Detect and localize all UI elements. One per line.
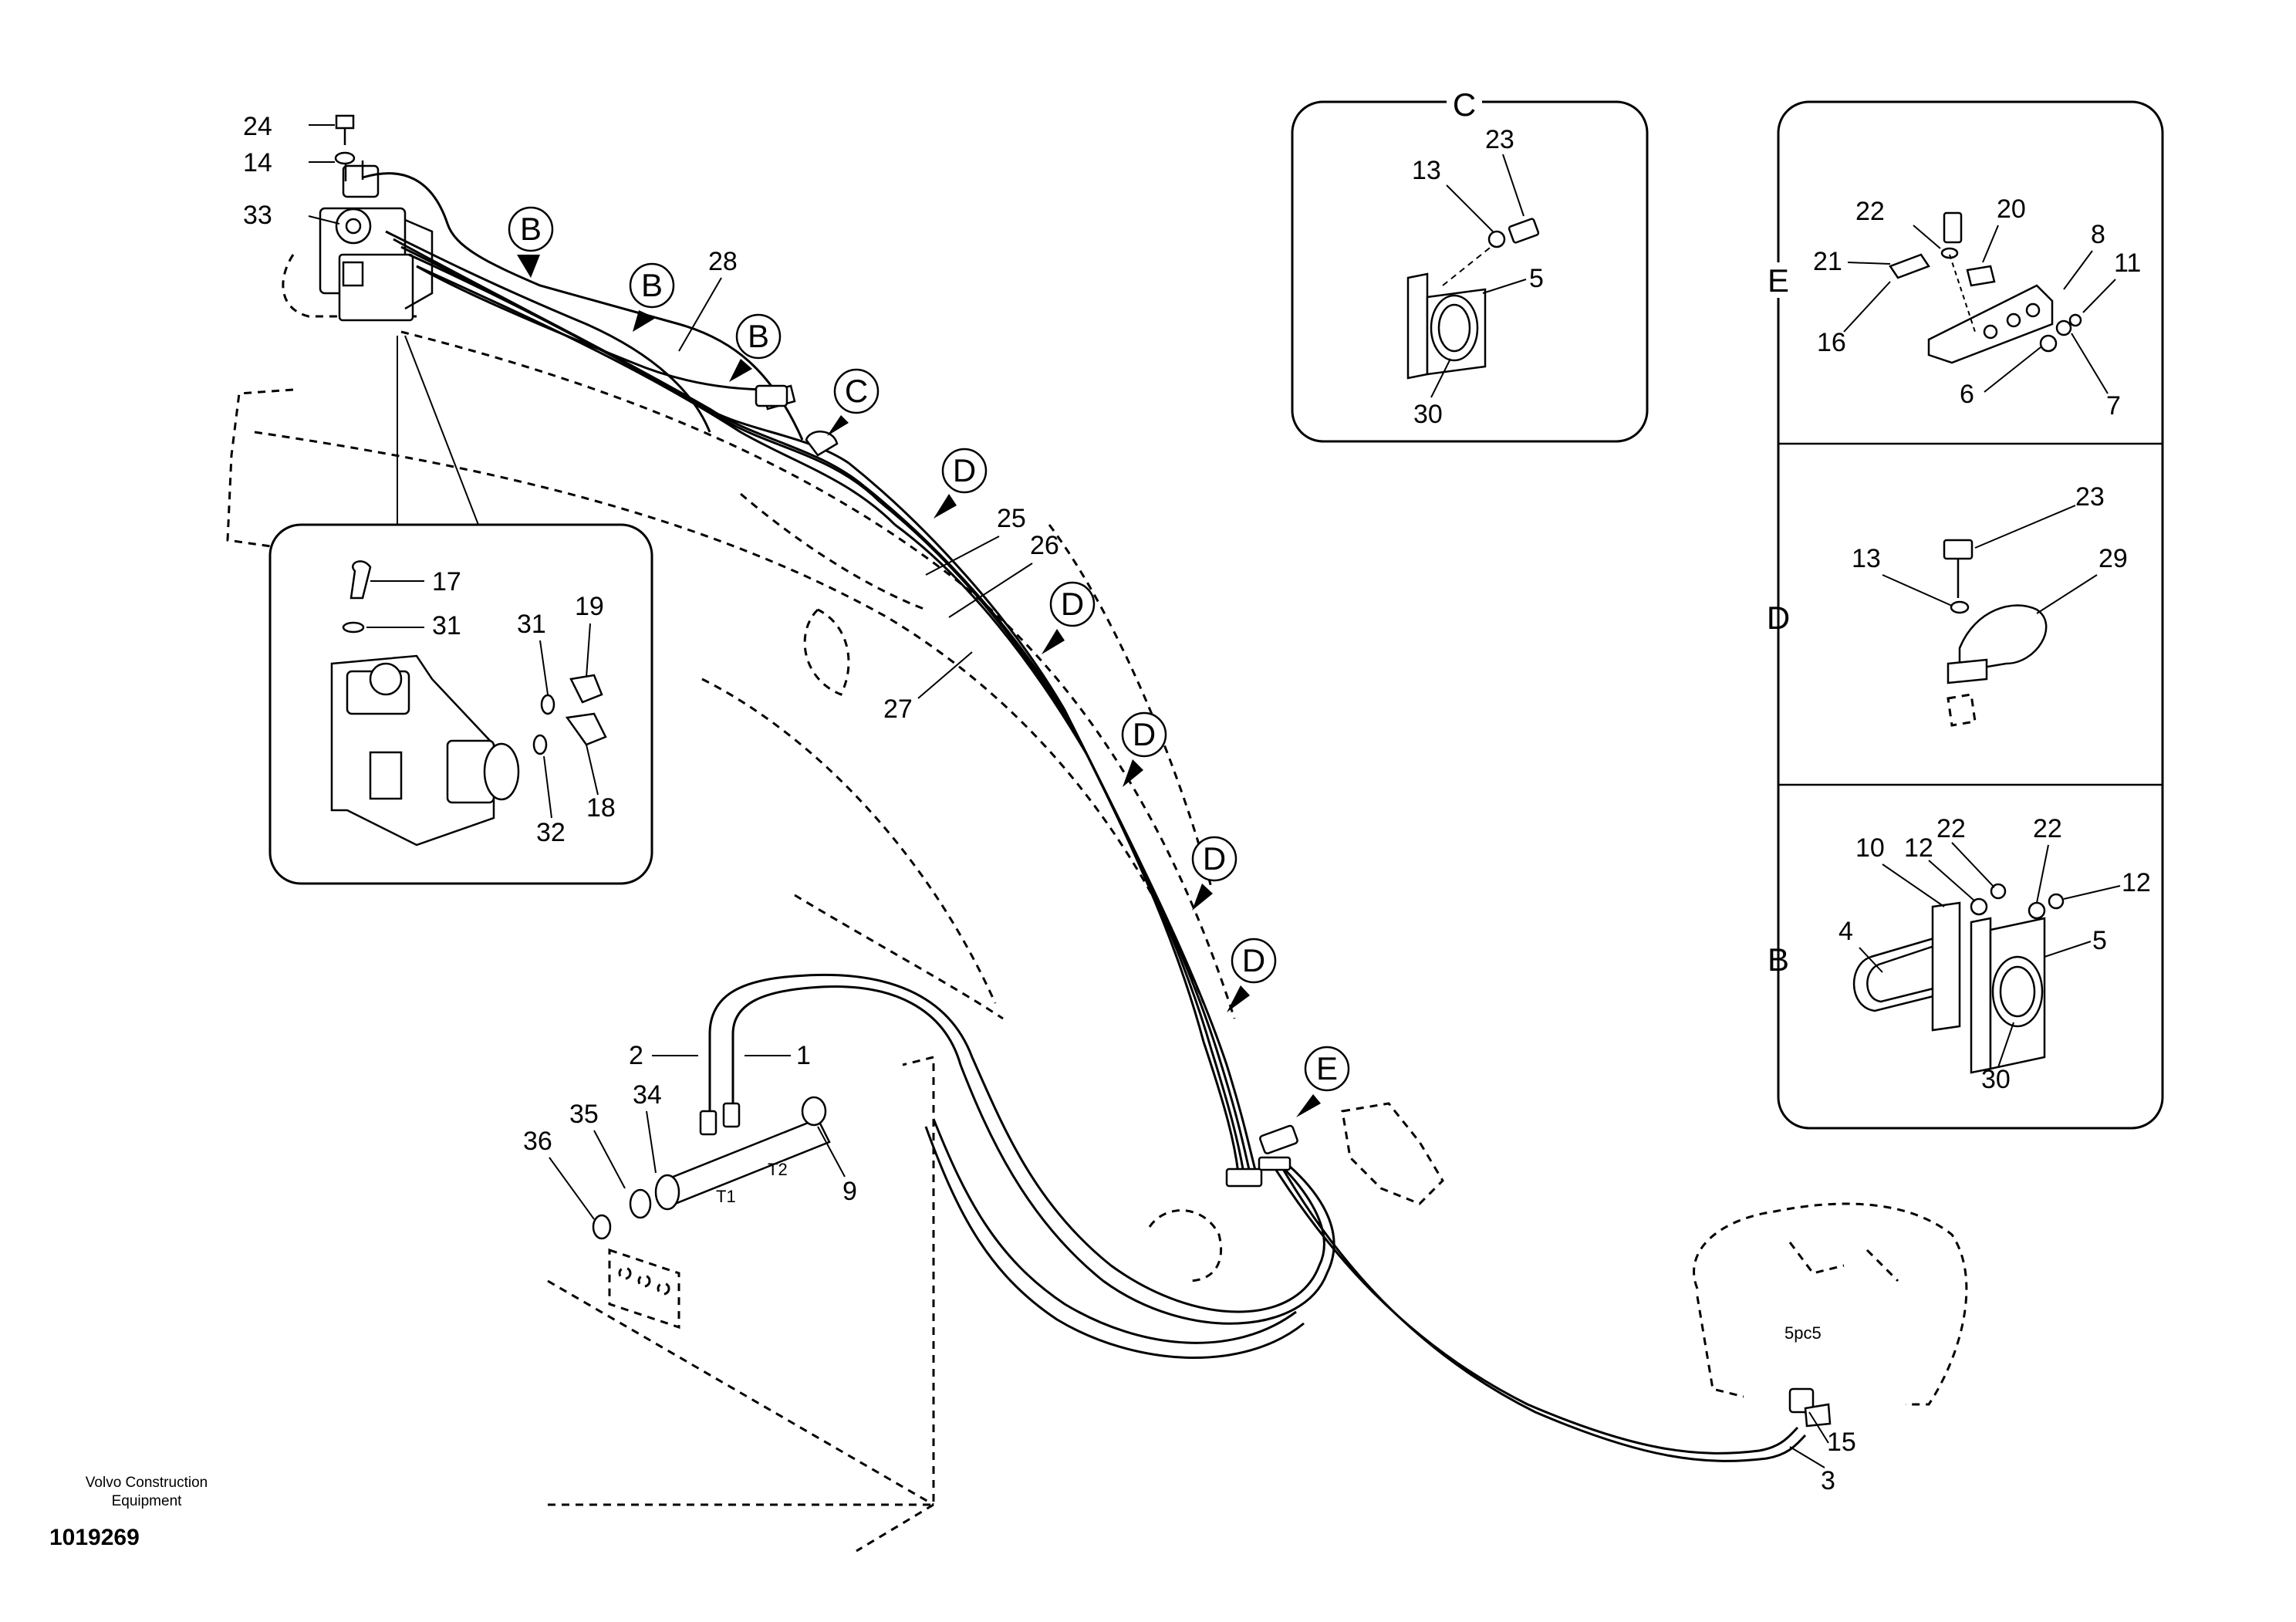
e-area-dashed bbox=[1148, 1102, 1444, 1282]
svg-text:D: D bbox=[953, 452, 976, 488]
callout-B3: B bbox=[729, 313, 782, 382]
callout-C: C bbox=[827, 368, 880, 436]
svg-text:3: 3 bbox=[1821, 1466, 1835, 1495]
svg-text:14: 14 bbox=[243, 148, 272, 177]
svg-text:35: 35 bbox=[569, 1100, 599, 1129]
boom-hoses bbox=[362, 172, 1263, 1188]
svg-text:32: 32 bbox=[536, 818, 566, 847]
svg-text:26: 26 bbox=[1030, 531, 1059, 560]
svg-text:12: 12 bbox=[1904, 833, 1933, 863]
svg-text:20: 20 bbox=[1997, 194, 2026, 224]
svg-text:2: 2 bbox=[629, 1041, 643, 1070]
svg-text:27: 27 bbox=[883, 694, 913, 724]
svg-text:34: 34 bbox=[633, 1080, 662, 1110]
svg-text:D: D bbox=[1133, 716, 1156, 752]
svg-text:22: 22 bbox=[1936, 814, 1966, 843]
hose-28-end bbox=[416, 265, 788, 407]
svg-text:B: B bbox=[520, 211, 542, 247]
valve-detail-inset: 17 31 31 19 18 32 bbox=[268, 335, 653, 885]
svg-text:23: 23 bbox=[1485, 125, 1514, 154]
svg-text:12: 12 bbox=[2122, 868, 2151, 897]
svg-text:5: 5 bbox=[1529, 264, 1544, 293]
svg-text:C: C bbox=[845, 373, 868, 409]
lower-hoses bbox=[708, 973, 1807, 1462]
callout-E: E bbox=[1296, 1046, 1350, 1117]
svg-text:18: 18 bbox=[586, 793, 616, 823]
callout-B2: B bbox=[629, 262, 675, 332]
callout-D2: D bbox=[1042, 581, 1096, 654]
svg-text:9: 9 bbox=[842, 1177, 857, 1206]
svg-text:T2: T2 bbox=[768, 1160, 788, 1179]
bolt-24 bbox=[308, 114, 356, 225]
svg-text:D: D bbox=[1767, 600, 1790, 636]
main-labels: 24 14 33 28 25 26 27 2 1 35 34 36 9 15 3… bbox=[243, 112, 1856, 1495]
pump-body bbox=[1693, 1202, 1968, 1428]
boom-outline bbox=[226, 330, 1236, 1553]
svg-text:D: D bbox=[1061, 586, 1084, 622]
inset-edb: E 22 20 8 21 11 16 6 7 D bbox=[1763, 100, 2164, 1130]
svg-text:28: 28 bbox=[708, 247, 738, 276]
svg-text:13: 13 bbox=[1852, 544, 1881, 573]
svg-text:5pc5: 5pc5 bbox=[1784, 1323, 1822, 1343]
svg-text:33: 33 bbox=[243, 201, 272, 230]
svg-text:C: C bbox=[1453, 86, 1476, 123]
svg-text:23: 23 bbox=[2075, 482, 2105, 512]
company-name: Volvo Construction Equipment bbox=[85, 1475, 208, 1509]
svg-text:B: B bbox=[1768, 941, 1789, 978]
callout-D1: D bbox=[934, 448, 988, 519]
callout-B1: B bbox=[508, 206, 554, 278]
footer: Volvo Construction Equipment 1019269 bbox=[46, 1474, 247, 1551]
svg-text:E: E bbox=[1316, 1050, 1338, 1086]
svg-text:21: 21 bbox=[1813, 247, 1842, 276]
callout-D3: D bbox=[1121, 711, 1167, 787]
svg-text:24: 24 bbox=[243, 112, 272, 141]
svg-text:22: 22 bbox=[2033, 814, 2062, 843]
svg-text:6: 6 bbox=[1960, 380, 1974, 409]
svg-text:25: 25 bbox=[997, 504, 1026, 533]
svg-text:30: 30 bbox=[1981, 1065, 2011, 1094]
svg-text:4: 4 bbox=[1838, 917, 1853, 946]
callout-D4: D bbox=[1191, 836, 1237, 911]
svg-text:17: 17 bbox=[432, 567, 461, 596]
inset-c: C 13 23 5 30 bbox=[1291, 86, 1649, 443]
callout-D5: D bbox=[1227, 938, 1277, 1012]
svg-text:15: 15 bbox=[1827, 1428, 1856, 1457]
svg-text:22: 22 bbox=[1855, 197, 1885, 226]
svg-text:7: 7 bbox=[2106, 391, 2121, 421]
svg-text:B: B bbox=[641, 267, 663, 303]
tube-assembly bbox=[592, 1096, 831, 1330]
svg-text:19: 19 bbox=[575, 592, 604, 621]
svg-text:29: 29 bbox=[2098, 544, 2128, 573]
svg-text:D: D bbox=[1242, 942, 1265, 978]
svg-text:11: 11 bbox=[2114, 248, 2141, 278]
svg-text:E: E bbox=[1768, 262, 1789, 299]
svg-text:31: 31 bbox=[517, 610, 546, 639]
svg-text:36: 36 bbox=[523, 1127, 552, 1156]
svg-text:13: 13 bbox=[1412, 156, 1441, 185]
svg-text:8: 8 bbox=[2091, 220, 2105, 249]
svg-text:1: 1 bbox=[796, 1041, 811, 1070]
svg-text:5: 5 bbox=[2092, 926, 2107, 955]
svg-text:B: B bbox=[748, 318, 769, 354]
svg-text:31: 31 bbox=[432, 611, 461, 640]
svg-text:D: D bbox=[1203, 840, 1226, 877]
manifold-dashed bbox=[608, 1248, 680, 1330]
svg-text:T1: T1 bbox=[716, 1187, 736, 1206]
svg-text:30: 30 bbox=[1413, 400, 1443, 429]
drawing-number: 1019269 bbox=[49, 1525, 140, 1550]
valve-block bbox=[282, 161, 434, 322]
svg-text:10: 10 bbox=[1855, 833, 1885, 863]
svg-text:16: 16 bbox=[1817, 328, 1846, 357]
